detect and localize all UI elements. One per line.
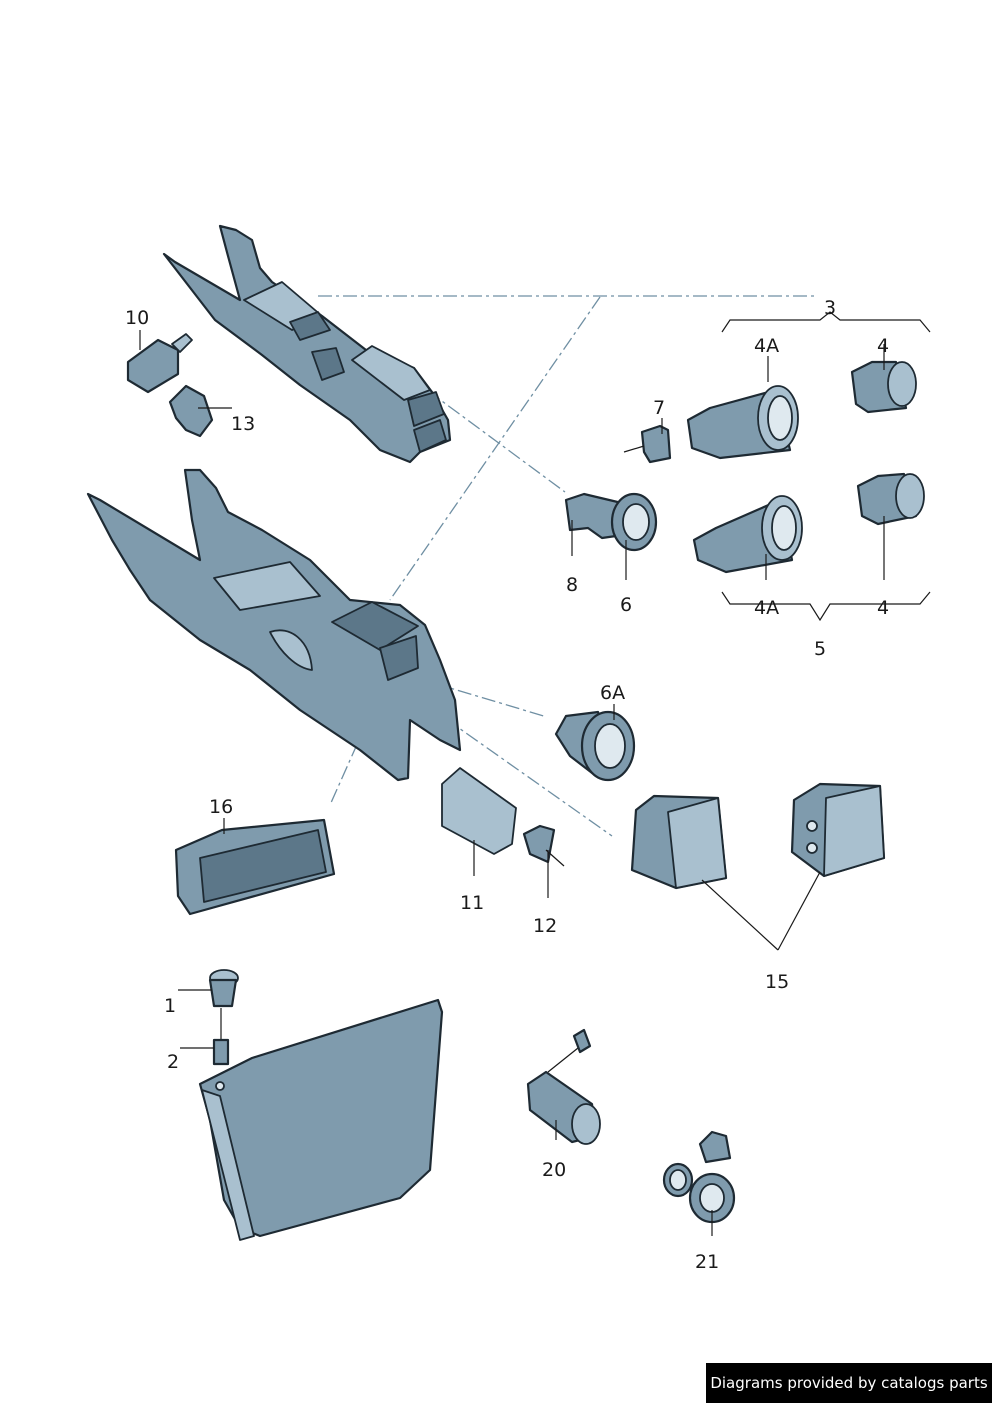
label-5: 5 [814, 638, 826, 660]
label-4a-top: 4A [754, 335, 779, 357]
part-4-top-plug-cap [850, 360, 917, 414]
label-11: 11 [460, 892, 484, 914]
part-1-fastener [208, 969, 239, 1008]
label-3: 3 [824, 297, 836, 319]
part-7-plug [623, 424, 672, 464]
label-8: 8 [566, 574, 578, 596]
part-11-panel [441, 767, 517, 855]
part-20-socket-with-cable [526, 1028, 601, 1145]
center-console-lower [86, 468, 462, 782]
part-16-tray [174, 818, 336, 916]
part-4a-top-lighter-body [686, 385, 799, 460]
part-6-socket [610, 492, 658, 552]
label-2: 2 [167, 1051, 179, 1073]
label-4a-bottom: 4A [754, 597, 779, 619]
label-10: 10 [125, 307, 149, 329]
label-6: 6 [620, 594, 632, 616]
label-1: 1 [164, 995, 176, 1017]
part-21-usb-socket [662, 1130, 736, 1224]
callout-labels: 10 13 3 4A 4 7 8 6 4A 4 5 6A 16 11 12 15… [125, 297, 889, 1273]
label-20: 20 [542, 1159, 566, 1181]
part-15-switch-right [790, 782, 886, 878]
credit-banner: Diagrams provided by catalogs parts [706, 1363, 992, 1403]
part-4a-bottom-lighter-body [692, 495, 803, 574]
part-6a-socket [554, 710, 636, 782]
label-7: 7 [653, 397, 665, 419]
label-6a: 6A [600, 682, 625, 704]
part-2-spring [212, 1008, 230, 1066]
label-4-top: 4 [877, 335, 889, 357]
label-4-bottom: 4 [877, 597, 889, 619]
label-16: 16 [209, 796, 233, 818]
storage-pocket [198, 998, 444, 1241]
part-4-bottom-plug-cap [856, 472, 925, 526]
label-15: 15 [765, 971, 789, 993]
part-13-clip [168, 384, 214, 438]
part-15-switch-left [630, 794, 728, 890]
leader-lines [139, 311, 931, 1236]
part-10-switch [126, 333, 193, 394]
label-21: 21 [695, 1251, 719, 1273]
label-13: 13 [231, 413, 255, 435]
label-12: 12 [533, 915, 557, 937]
part-12-clip [522, 824, 565, 867]
center-console-upper [162, 224, 452, 464]
